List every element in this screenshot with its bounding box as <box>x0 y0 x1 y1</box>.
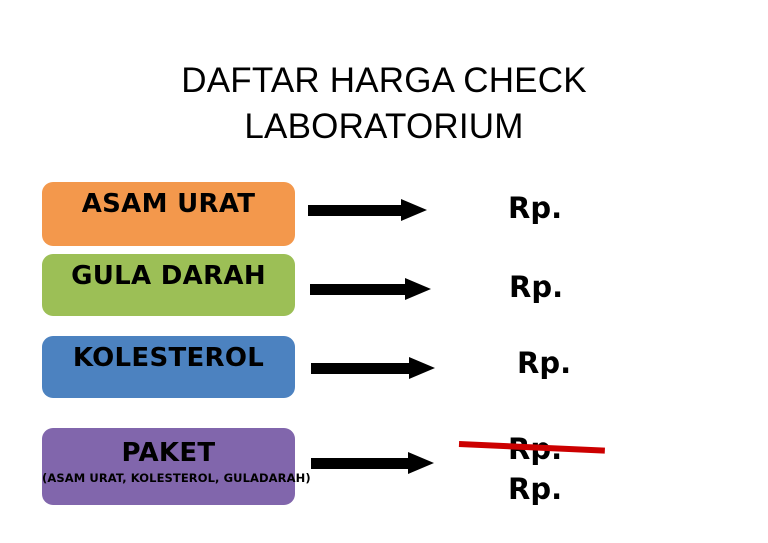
service-label-gula-darah: GULA DARAH <box>71 261 266 291</box>
arrow-head <box>409 357 435 379</box>
arrow-shaft <box>311 458 410 469</box>
arrow-shaft <box>310 284 407 295</box>
service-label-asam-urat: ASAM URAT <box>81 189 256 219</box>
service-label-paket: PAKET <box>121 438 216 468</box>
page-title-line-1: DAFTAR HARGA CHECK <box>181 61 587 100</box>
arrow-shaft <box>311 363 411 374</box>
arrow-head <box>408 452 434 474</box>
price-value-kolesterol: Rp. <box>517 346 572 380</box>
service-box-kolesterol: KOLESTEROL <box>42 336 295 398</box>
service-label-kolesterol: KOLESTEROL <box>72 343 265 373</box>
page-title-line-2: LABORATORIUM <box>244 106 524 146</box>
arrow-head <box>401 199 427 221</box>
page-title: DAFTAR HARGA CHECK LABORATORIUM <box>104 58 664 149</box>
service-box-gula-darah: GULA DARAH <box>42 254 295 316</box>
arrow-shaft <box>308 205 403 216</box>
service-sublabel-paket: (ASAM URAT, KOLESTEROL, GULADARAH) <box>42 471 311 486</box>
service-box-asam-urat: ASAM URAT <box>42 182 295 246</box>
price-value-asam-urat: Rp. <box>508 191 563 225</box>
price-value-paket-revised: Rp. <box>508 472 563 506</box>
price-value-gula-darah: Rp. <box>509 270 564 304</box>
arrow-head <box>405 278 431 300</box>
service-box-paket: PAKET (ASAM URAT, KOLESTEROL, GULADARAH) <box>42 428 311 505</box>
